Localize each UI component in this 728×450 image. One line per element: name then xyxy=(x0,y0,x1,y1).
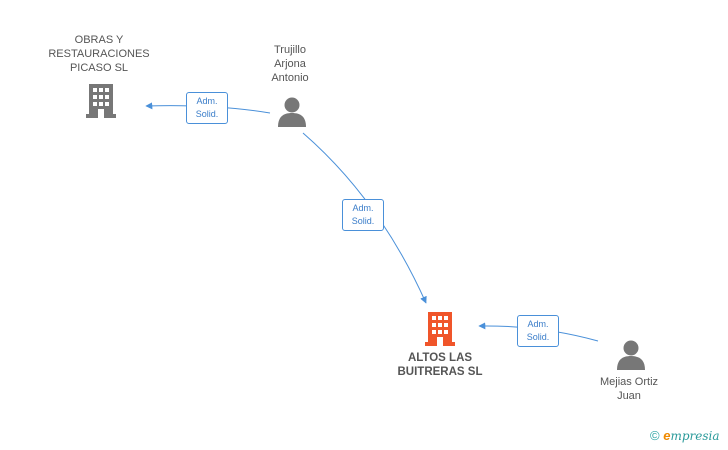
node-label-altos[interactable]: ALTOS LAS BUITRERAS SL xyxy=(397,352,483,378)
person-icon-mejias[interactable] xyxy=(617,340,645,371)
node-label-obras[interactable]: OBRAS Y RESTAURACIONES PICASO SL xyxy=(48,34,150,74)
edge-label-trujillo-obras[interactable]: Adm. Solid. xyxy=(186,92,228,124)
brand-name: mpresia xyxy=(670,429,720,443)
edge-label-mejias-altos[interactable]: Adm. Solid. xyxy=(517,315,559,347)
brand-logo: © empresia xyxy=(650,428,720,443)
copyright-icon: © xyxy=(650,428,660,443)
company-icon-altos[interactable] xyxy=(425,312,455,346)
node-label-trujillo[interactable]: Trujillo Arjona Antonio xyxy=(271,44,309,84)
person-icon-trujillo[interactable] xyxy=(278,97,306,128)
company-icon-obras[interactable] xyxy=(86,84,116,118)
edge-label-trujillo-altos[interactable]: Adm. Solid. xyxy=(342,199,384,231)
brand-e-icon: e xyxy=(663,428,671,443)
node-label-mejias[interactable]: Mejias Ortiz Juan xyxy=(599,376,659,402)
